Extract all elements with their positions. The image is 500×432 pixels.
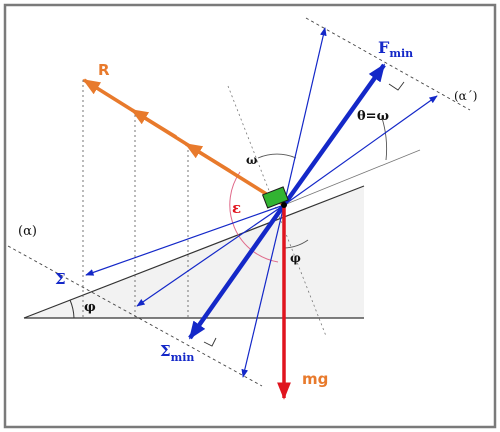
epsilon-arc [229, 171, 279, 263]
label-alpha-prime: (α΄) [454, 89, 477, 103]
label-f-min: Fmin [378, 38, 413, 60]
omega-arc [257, 153, 297, 159]
r-arrow-mark-1 [130, 108, 177, 139]
blue-ray-down-left-2 [136, 204, 285, 307]
label-sigma-min: Σmin [160, 342, 194, 364]
label-mg: mg [302, 370, 328, 388]
incline-angle-arc [69, 299, 75, 319]
frame [3, 3, 497, 429]
label-omega: ω [246, 153, 257, 167]
block [261, 186, 289, 209]
label-theta-omega: θ=ω [357, 109, 389, 124]
label-sigma: Σ [55, 270, 66, 288]
blue-ray-up [283, 27, 327, 206]
contact-point [281, 202, 287, 208]
right-angle-bottom [203, 337, 217, 347]
r-arrow [82, 78, 285, 207]
blue-ray-up-right [283, 95, 438, 206]
label-epsilon: ε [232, 199, 241, 217]
sigma-min-arrow [188, 203, 286, 340]
blue-ray-down-left-1 [85, 204, 285, 276]
r-arrow-mark-2 [184, 142, 231, 173]
right-angle-top [388, 81, 405, 91]
label-phi-incline: φ [84, 300, 96, 315]
label-alpha: (α) [18, 224, 37, 239]
incline-surface [23, 185, 365, 319]
label-phi-center: φ [290, 251, 301, 265]
blue-ray-down [241, 204, 285, 378]
label-r: R [98, 61, 110, 79]
construction-line-2 [283, 149, 421, 206]
theta-arc [381, 117, 388, 161]
f-min-arrow [282, 63, 386, 207]
line-alpha-prime [305, 17, 471, 111]
